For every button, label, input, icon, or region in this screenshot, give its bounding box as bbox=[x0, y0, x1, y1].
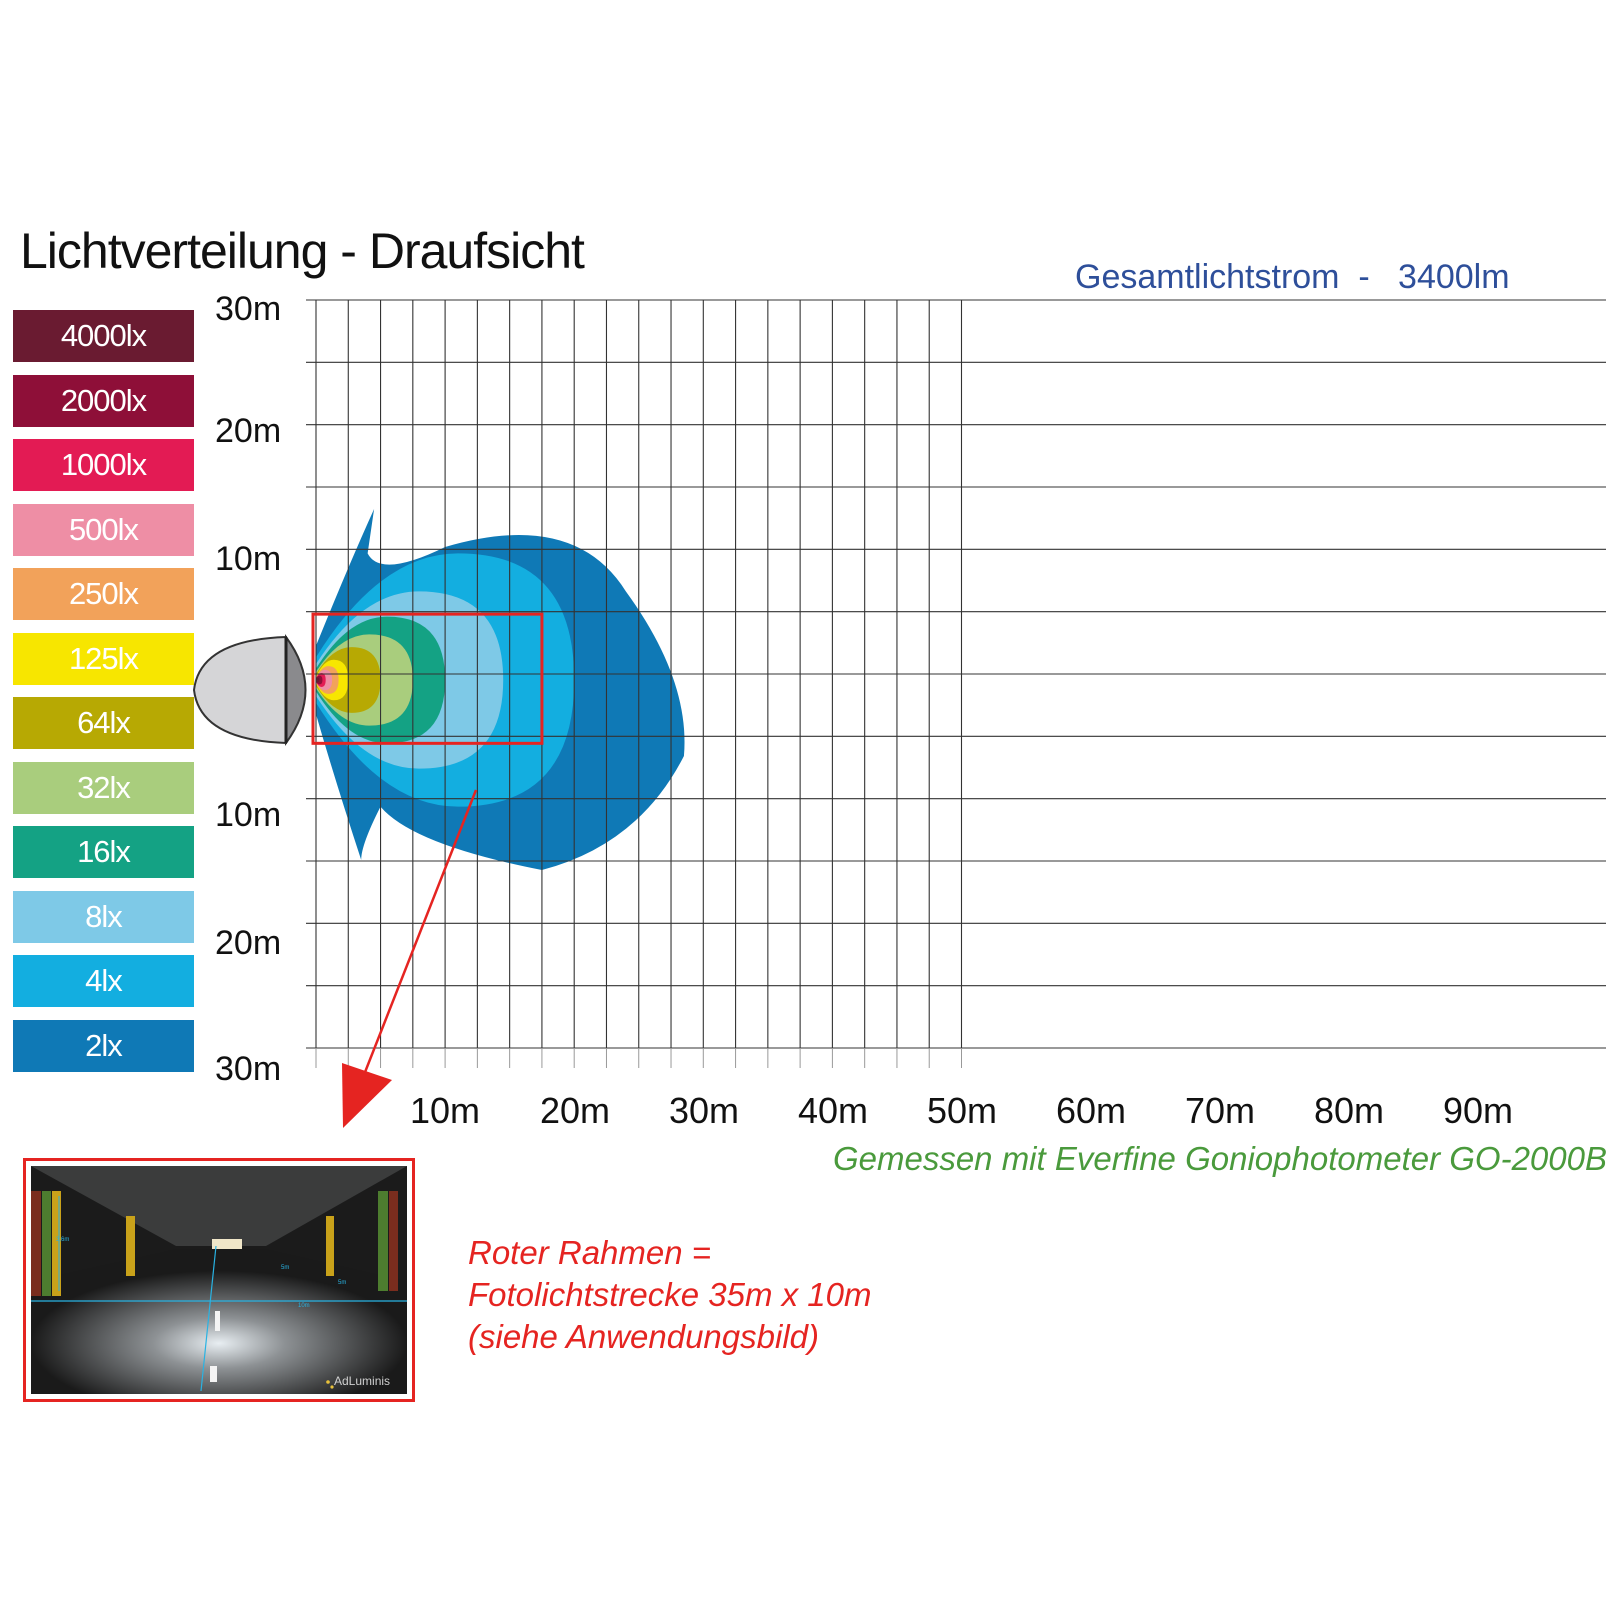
legend-label: 250lx bbox=[68, 576, 139, 611]
x-tick-label: 30m bbox=[668, 1090, 740, 1131]
page-title: Lichtverteilung - Draufsicht bbox=[20, 223, 585, 279]
red-frame-note-line: (siehe Anwendungsbild) bbox=[468, 1318, 819, 1355]
y-tick-label: 10m bbox=[215, 796, 282, 834]
lux-legend: 4000lx 2000lx 1000lx 500lx 250lx 125lx 6… bbox=[13, 310, 194, 1084]
photo-brand: AdLuminis bbox=[334, 1374, 390, 1388]
legend-item-1000lx: 1000lx bbox=[13, 439, 194, 491]
lamp-icon bbox=[192, 633, 307, 747]
y-tick-label: 20m bbox=[215, 924, 282, 962]
legend-item-125lx: 125lx bbox=[13, 632, 194, 685]
application-photo: 3,6m 5m 5m 10m AdLuminis bbox=[23, 1158, 415, 1402]
y-tick-label: 20m bbox=[215, 412, 282, 450]
total-flux-label: Gesamtlichtstrom - 3400lm bbox=[1075, 258, 1510, 296]
legend-label: 2lx bbox=[85, 1027, 123, 1063]
legend-item-500lx: 500lx bbox=[13, 503, 194, 556]
legend-item-32lx: 32lx bbox=[13, 761, 194, 814]
legend-label: 16lx bbox=[77, 834, 131, 869]
x-tick-label: 80m bbox=[1313, 1090, 1385, 1131]
red-frame-note: Roter Rahmen = Fotolichtstrecke 35m x 10… bbox=[468, 1232, 871, 1358]
legend-label: 64lx bbox=[77, 705, 131, 740]
y-tick-label: 30m bbox=[215, 290, 282, 328]
x-tick-label: 10m bbox=[409, 1090, 481, 1131]
legend-label: 8lx bbox=[85, 898, 123, 934]
contour-layer bbox=[316, 509, 685, 870]
legend-item-16lx: 16lx bbox=[13, 826, 194, 878]
red-frame-note-line: Roter Rahmen = bbox=[468, 1234, 712, 1271]
red-frame-note-line: Fotolichtstrecke 35m x 10m bbox=[468, 1276, 872, 1313]
legend-item-8lx: 8lx bbox=[13, 890, 194, 943]
photo-dim-5m: 5m bbox=[281, 1265, 289, 1271]
photo-dim-height: 3,6m bbox=[56, 1237, 69, 1243]
photo-dim-10m: 10m bbox=[298, 1303, 310, 1309]
photo-range-frame bbox=[311, 612, 544, 745]
legend-label: 2000lx bbox=[60, 382, 147, 418]
photo-dim-5m: 5m bbox=[338, 1280, 346, 1286]
frame-arrow-head bbox=[342, 1063, 392, 1128]
frame-arrow-line bbox=[356, 789, 478, 1091]
lamp-body bbox=[192, 635, 287, 745]
legend-item-4000lx: 4000lx bbox=[13, 310, 194, 362]
legend-label: 500lx bbox=[68, 511, 139, 547]
contour-4000lx bbox=[316, 677, 320, 683]
legend-label: 4000lx bbox=[60, 318, 147, 353]
x-tick-label: 20m bbox=[539, 1090, 611, 1131]
lamp-lens bbox=[285, 633, 307, 747]
legend-label: 125lx bbox=[68, 640, 139, 676]
x-tick-label: 70m bbox=[1184, 1090, 1256, 1131]
axis-ticks bbox=[315, 1048, 962, 1068]
y-tick-label: 30m bbox=[215, 1050, 282, 1088]
chart-grid bbox=[306, 299, 1606, 1049]
x-tick-label: 90m bbox=[1442, 1090, 1514, 1131]
legend-item-2000lx: 2000lx bbox=[13, 374, 194, 427]
x-tick-label: 40m bbox=[797, 1090, 869, 1131]
legend-label: 1000lx bbox=[60, 447, 147, 482]
legend-item-4lx: 4lx bbox=[13, 955, 194, 1007]
measurement-note: Gemessen mit Everfine Goniophotometer GO… bbox=[832, 1140, 1607, 1177]
legend-item-250lx: 250lx bbox=[13, 568, 194, 620]
x-tick-label: 50m bbox=[926, 1090, 998, 1131]
legend-label: 4lx bbox=[85, 963, 123, 998]
x-tick-label: 60m bbox=[1055, 1090, 1127, 1131]
legend-item-64lx: 64lx bbox=[13, 697, 194, 749]
legend-label: 32lx bbox=[77, 769, 131, 805]
y-tick-label: 10m bbox=[215, 540, 282, 578]
legend-item-2lx: 2lx bbox=[13, 1019, 194, 1072]
